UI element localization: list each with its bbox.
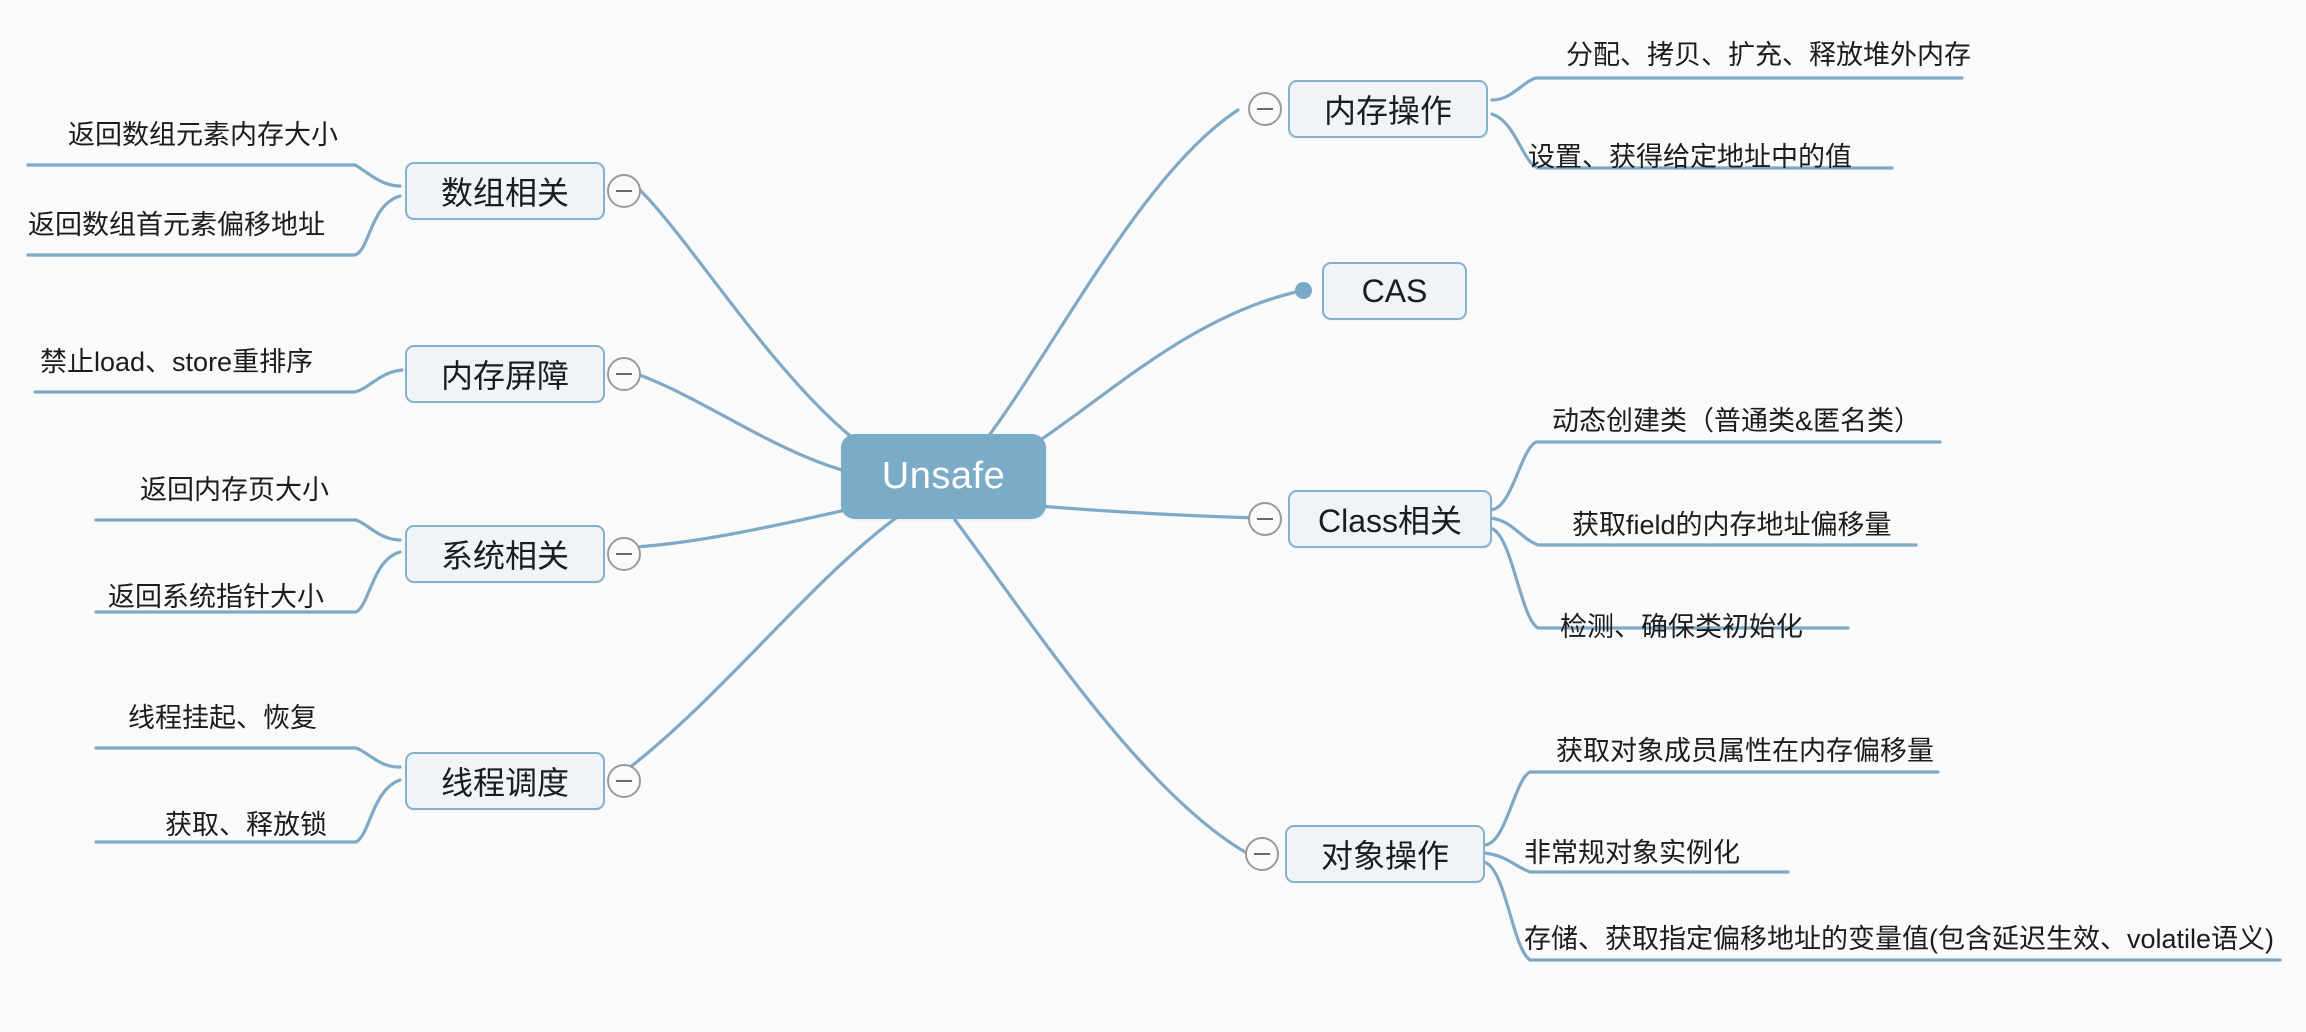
link-root-array bbox=[638, 188, 902, 472]
leaf-label-thread-schedule-0: 线程挂起、恢复 bbox=[128, 702, 317, 733]
leaf-bullet-cas-icon[interactable] bbox=[1295, 282, 1312, 299]
branch-node-system[interactable]: 系统相关 bbox=[405, 525, 605, 583]
link-root-memory-op bbox=[958, 108, 1240, 472]
leaf-node-system-1[interactable]: 返回系统指针大小 bbox=[108, 572, 428, 616]
branch-node-object-op[interactable]: 对象操作 bbox=[1285, 825, 1485, 883]
leaf-node-object-op-2[interactable]: 存储、获取指定偏移地址的变量值(包含延迟生效、volatile语义) bbox=[1524, 914, 2306, 958]
branch-node-thread-schedule[interactable]: 线程调度 bbox=[405, 752, 605, 810]
branch-label-array: 数组相关 bbox=[440, 175, 569, 211]
collapse-toggle-class-icon[interactable] bbox=[1248, 502, 1282, 536]
branch-label-system: 系统相关 bbox=[440, 538, 569, 574]
leaf-node-thread-schedule-0[interactable]: 线程挂起、恢复 bbox=[128, 693, 428, 737]
root-node-label: Unsafe bbox=[881, 455, 1006, 497]
collapse-toggle-memory-op-icon[interactable] bbox=[1248, 92, 1282, 126]
leaf-node-object-op-0[interactable]: 获取对象成员属性在内存偏移量 bbox=[1556, 726, 2006, 770]
leaf-node-memory-op-1[interactable]: 设置、获得给定地址中的值 bbox=[1528, 132, 1928, 176]
leaf-node-class-2[interactable]: 检测、确保类初始化 bbox=[1560, 602, 1920, 646]
collapse-toggle-memory-barrier-icon[interactable] bbox=[607, 357, 641, 391]
branch-node-array[interactable]: 数组相关 bbox=[405, 162, 605, 220]
leaf-label-system-0: 返回内存页大小 bbox=[140, 474, 329, 505]
leaf-label-system-1: 返回系统指针大小 bbox=[108, 581, 324, 612]
leaf-node-object-op-1[interactable]: 非常规对象实例化 bbox=[1524, 828, 1864, 872]
branch-node-memory-op[interactable]: 内存操作 bbox=[1288, 80, 1488, 138]
leaf-node-class-1[interactable]: 获取field的内存地址偏移量 bbox=[1572, 500, 1992, 544]
leaf-node-array-0[interactable]: 返回数组元素内存大小 bbox=[68, 110, 408, 154]
leaf-label-array-0: 返回数组元素内存大小 bbox=[68, 119, 338, 150]
leaf-label-class-1: 获取field的内存地址偏移量 bbox=[1572, 509, 1892, 540]
branch-label-object-op: 对象操作 bbox=[1320, 838, 1449, 874]
root-node-unsafe[interactable]: Unsafe bbox=[841, 434, 1046, 519]
leaf-label-memory-op-1: 设置、获得给定地址中的值 bbox=[1528, 141, 1852, 172]
leaf-node-class-0[interactable]: 动态创建类（普通类&匿名类） bbox=[1552, 396, 2002, 440]
leaf-node-memory-op-0[interactable]: 分配、拷贝、扩充、释放堆外内存 bbox=[1566, 30, 1996, 74]
leaf-node-memory-barrier-0[interactable]: 禁止load、store重排序 bbox=[40, 337, 400, 381]
branch-label-memory-barrier: 内存屏障 bbox=[440, 358, 569, 394]
branch-node-memory-barrier[interactable]: 内存屏障 bbox=[405, 345, 605, 403]
leaf-node-system-0[interactable]: 返回内存页大小 bbox=[140, 465, 440, 509]
leaf-label-array-1: 返回数组首元素偏移地址 bbox=[28, 209, 325, 240]
leaf-label-thread-schedule-1: 获取、释放锁 bbox=[165, 809, 327, 840]
branch-label-cas: CAS bbox=[1361, 272, 1428, 309]
leaf-node-thread-schedule-1[interactable]: 获取、释放锁 bbox=[165, 800, 445, 844]
leaf-label-memory-op-0: 分配、拷贝、扩充、释放堆外内存 bbox=[1566, 39, 1971, 70]
branch-label-class: Class相关 bbox=[1317, 503, 1463, 539]
branch-label-memory-op: 内存操作 bbox=[1323, 93, 1452, 129]
link-root-object bbox=[953, 518, 1247, 854]
collapse-toggle-system-icon[interactable] bbox=[607, 537, 641, 571]
leaf-label-class-2: 检测、确保类初始化 bbox=[1560, 611, 1803, 642]
collapse-toggle-thread-schedule-icon[interactable] bbox=[607, 764, 641, 798]
collapse-toggle-object-op-icon[interactable] bbox=[1245, 837, 1279, 871]
branch-node-class[interactable]: Class相关 bbox=[1288, 490, 1492, 548]
leaf-node-array-1[interactable]: 返回数组首元素偏移地址 bbox=[28, 200, 408, 244]
branch-node-cas[interactable]: CAS bbox=[1322, 262, 1467, 320]
leaf-label-object-op-2: 存储、获取指定偏移地址的变量值(包含延迟生效、volatile语义) bbox=[1524, 923, 2275, 954]
branch-label-thread-schedule: 线程调度 bbox=[440, 765, 569, 801]
leaf-label-object-op-0: 获取对象成员属性在内存偏移量 bbox=[1556, 735, 1934, 766]
leaf-label-object-op-1: 非常规对象实例化 bbox=[1524, 837, 1740, 868]
collapse-toggle-array-icon[interactable] bbox=[607, 174, 641, 208]
leaf-label-memory-barrier-0: 禁止load、store重排序 bbox=[40, 346, 314, 377]
leaf-label-class-0: 动态创建类（普通类&匿名类） bbox=[1552, 405, 1922, 436]
